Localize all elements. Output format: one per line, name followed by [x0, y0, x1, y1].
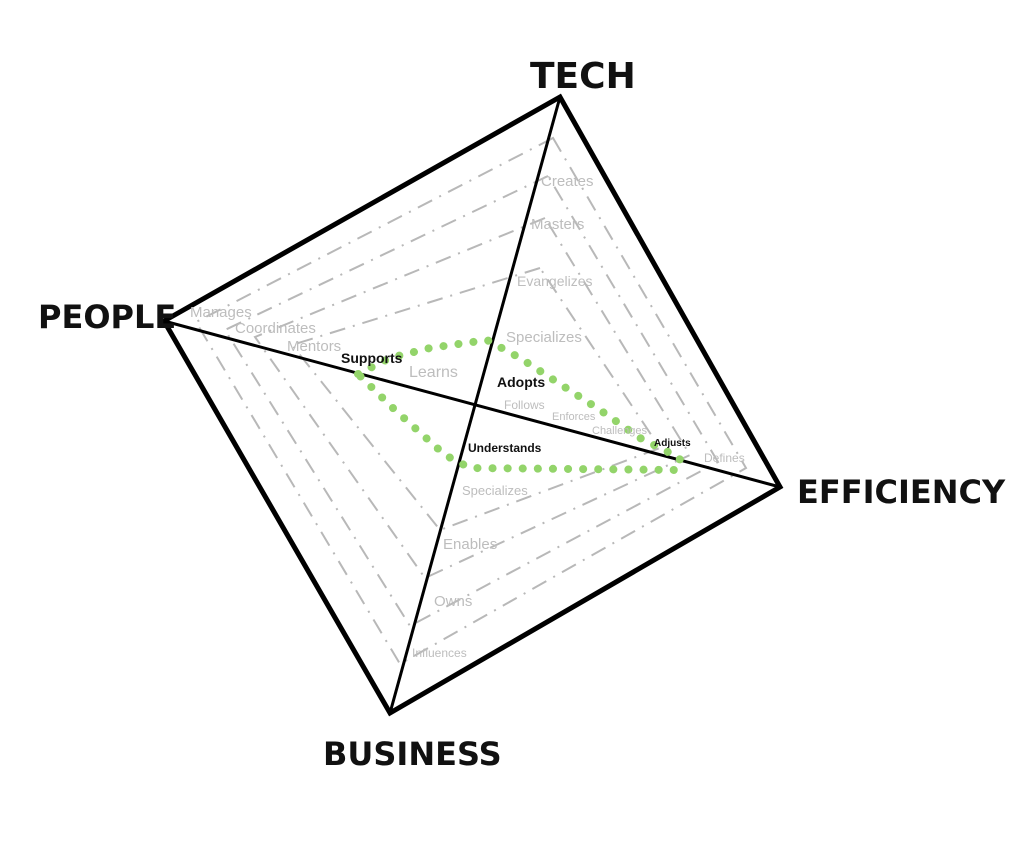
people-efficiency-axis [163, 319, 781, 489]
inner-grid-rings [194, 136, 748, 666]
level-tech-2: Masters [531, 216, 584, 233]
current-efficiency: Adjusts [654, 438, 691, 449]
axis-title-business: BUSINESS [323, 735, 502, 773]
current-business: Understands [468, 441, 542, 455]
current-people: Supports [341, 350, 403, 366]
level-people-4: Learns [409, 364, 458, 381]
current-profile-path [354, 336, 684, 474]
level-tech-3: Evangelizes [517, 273, 593, 289]
level-efficiency-4: Defines [704, 451, 745, 465]
current-tech: Adopts [497, 374, 545, 390]
level-business-3: Owns [434, 593, 472, 610]
level-efficiency-2: Enforces [552, 411, 596, 423]
level-efficiency-1: Follows [504, 398, 545, 412]
level-business-4: Influences [412, 646, 467, 660]
level-business-2: Enables [443, 536, 497, 553]
level-tech-4: Specializes [506, 329, 582, 346]
axis-title-people: PEOPLE [38, 298, 176, 336]
axis-title-tech: TECH [530, 56, 636, 97]
level-tech-1: Creates [541, 173, 594, 190]
level-efficiency-3: Challenges [592, 425, 648, 437]
level-business-1: Specializes [462, 483, 528, 498]
level-people-1: Manages [190, 304, 252, 321]
level-people-3: Mentors [287, 338, 341, 355]
axis-title-efficiency: EFFICIENCY [797, 473, 1006, 511]
level-people-2: Coordinates [235, 320, 316, 337]
